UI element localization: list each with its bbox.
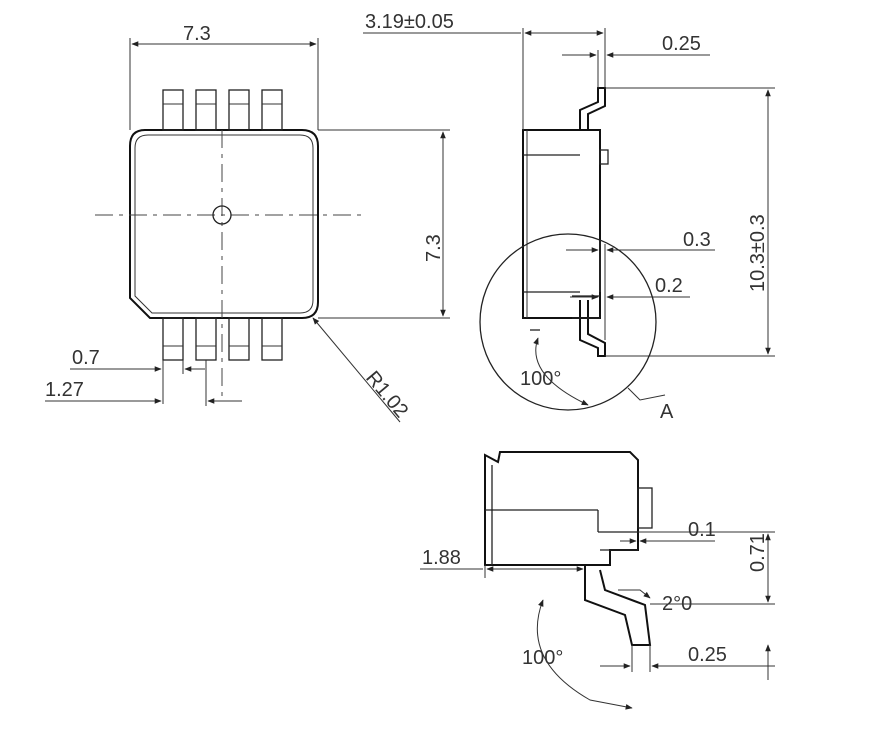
- detail-lead: [584, 565, 652, 646]
- angle-label: 100°: [520, 368, 561, 390]
- dim-detail-height-text: 0.71: [747, 533, 769, 572]
- side-upper-lead: [579, 87, 606, 130]
- top-leads: [162, 89, 283, 131]
- package-inner-outline: [134, 134, 314, 314]
- dim-detail-body-text: 1.88: [422, 547, 461, 569]
- bottom-leads: [162, 317, 283, 361]
- center-mark: [212, 205, 232, 225]
- detail-circle: [479, 233, 657, 411]
- detail-view: 1.88 0.1 0.71 2°0 0.25 100°: [420, 451, 775, 710]
- dim-gap-text: 0.2: [655, 275, 683, 297]
- dim-detail-step-text: 0.1: [688, 519, 716, 541]
- dim-detail-angle-small-text: 2°0: [662, 593, 692, 615]
- detail-angle-label: 100°: [522, 647, 563, 669]
- detail-label: A: [660, 401, 674, 423]
- side-view: 3.19±0.05 0.25 10.3±0.3 0.3 0.2 A 100°: [363, 11, 775, 423]
- dim-overall-length-text: 10.3±0.3: [747, 214, 769, 292]
- side-body: [522, 129, 601, 319]
- top-view: 7.3 7.3 0.7 1.27 R1.02: [45, 23, 450, 423]
- dim-detail-lead-thickness-text: 0.25: [688, 644, 727, 666]
- dim-body-height-text: 3.19±0.05: [365, 11, 454, 33]
- dim-height-text: 7.3: [423, 234, 445, 262]
- dim-lead-thickness-text: 0.25: [662, 33, 701, 55]
- detail-body: [484, 451, 639, 566]
- dim-pitch-text: 1.27: [45, 379, 84, 401]
- package-outline: [129, 129, 319, 319]
- side-lower-lead: [579, 300, 606, 357]
- dim-lead-width-text: 0.7: [72, 347, 100, 369]
- dim-radius-text: R1.02: [361, 367, 412, 422]
- radius-leader: [312, 317, 401, 423]
- dim-standoff-text: 0.3: [683, 229, 711, 251]
- dim-width-text: 7.3: [183, 23, 211, 45]
